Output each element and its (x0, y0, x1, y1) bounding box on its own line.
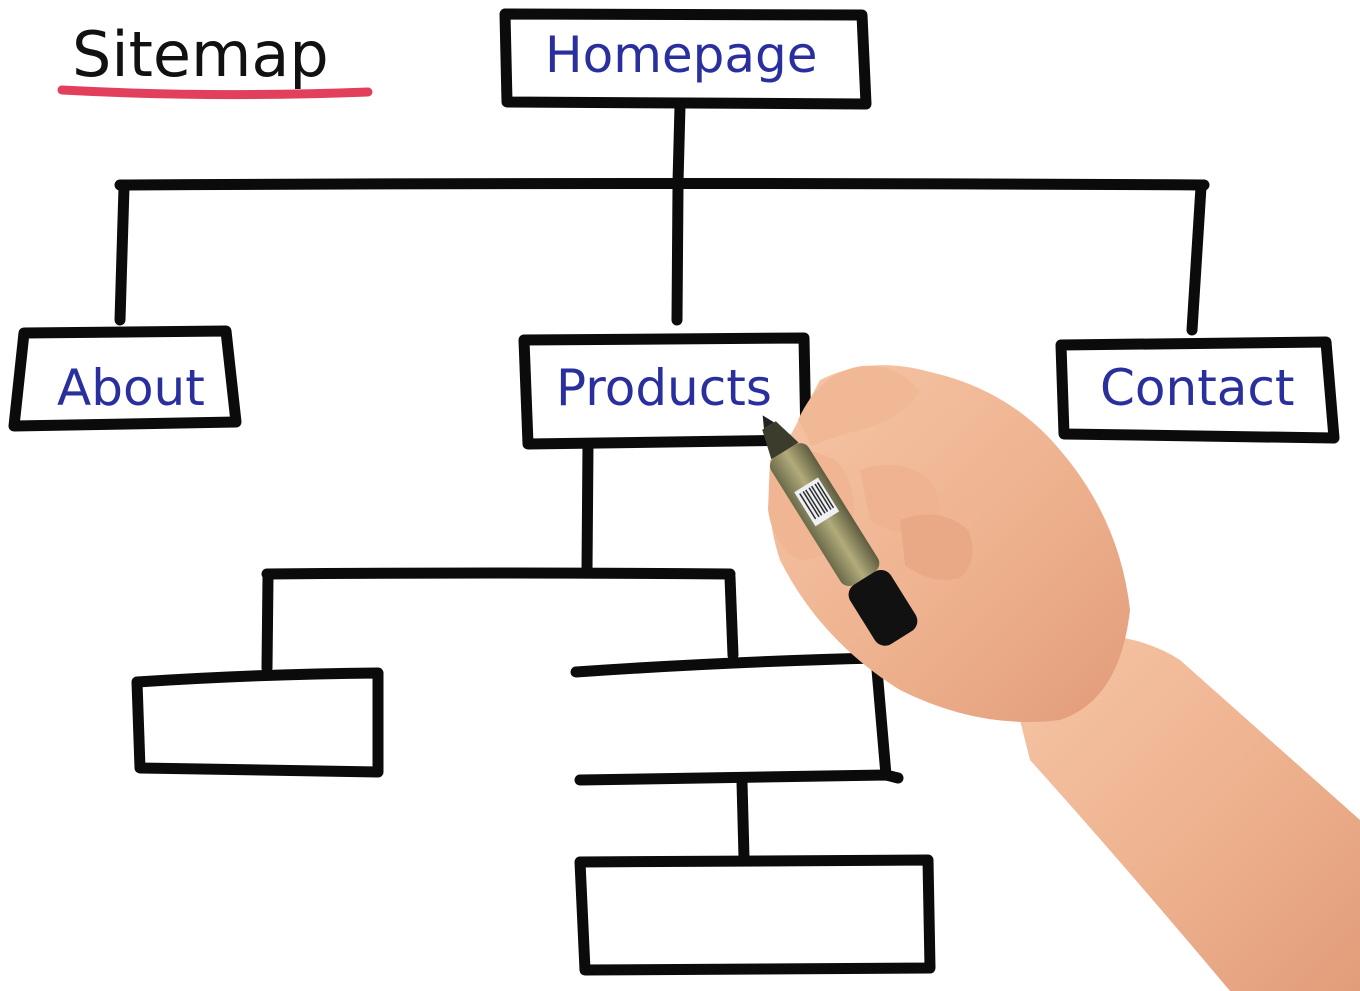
marker-tip (762, 415, 775, 429)
node-product-child-left (131, 667, 384, 778)
child-left-box (131, 667, 384, 778)
connector-to-child-right (724, 571, 739, 661)
diagram-title: Sitemap (57, 18, 373, 100)
sitemap-title: Sitemap (72, 18, 329, 91)
node-product-grandchild (574, 854, 936, 976)
connector-products-horizontal (261, 567, 736, 580)
node-contact: Contact (1055, 336, 1340, 444)
ring-finger (900, 514, 973, 580)
about-box (8, 325, 242, 432)
hand-holding-marker (762, 365, 1360, 991)
node-about: About (8, 325, 242, 432)
products-label: Products (556, 359, 772, 417)
barcode-icon (799, 482, 835, 520)
marker-tip-holder (762, 421, 799, 460)
connector-products-down (581, 438, 594, 576)
index-finger (798, 365, 920, 446)
homepage-label: Homepage (545, 26, 818, 84)
contact-label: Contact (1100, 359, 1295, 417)
connector-to-contact (1186, 181, 1207, 336)
connectors (114, 100, 1210, 863)
about-label: About (57, 359, 205, 417)
title-underline (57, 85, 373, 100)
homepage-box (499, 8, 872, 110)
node-product-child-right (570, 652, 904, 786)
node-homepage: Homepage (499, 8, 872, 110)
forearm (1000, 633, 1360, 991)
marker-pen (762, 415, 918, 646)
connector-top-horizontal (114, 178, 1210, 191)
connector-root-down (672, 100, 686, 188)
marker-cap (848, 569, 918, 646)
connector-to-grandchild (736, 776, 750, 863)
child-right-box (570, 652, 904, 786)
contact-box (1055, 336, 1340, 444)
connector-to-products (671, 181, 684, 326)
connector-to-child-left (261, 571, 274, 674)
grandchild-box (574, 854, 936, 976)
connector-to-about (114, 181, 130, 326)
marker-barcode-label (794, 477, 840, 527)
node-products: Products (518, 332, 812, 450)
